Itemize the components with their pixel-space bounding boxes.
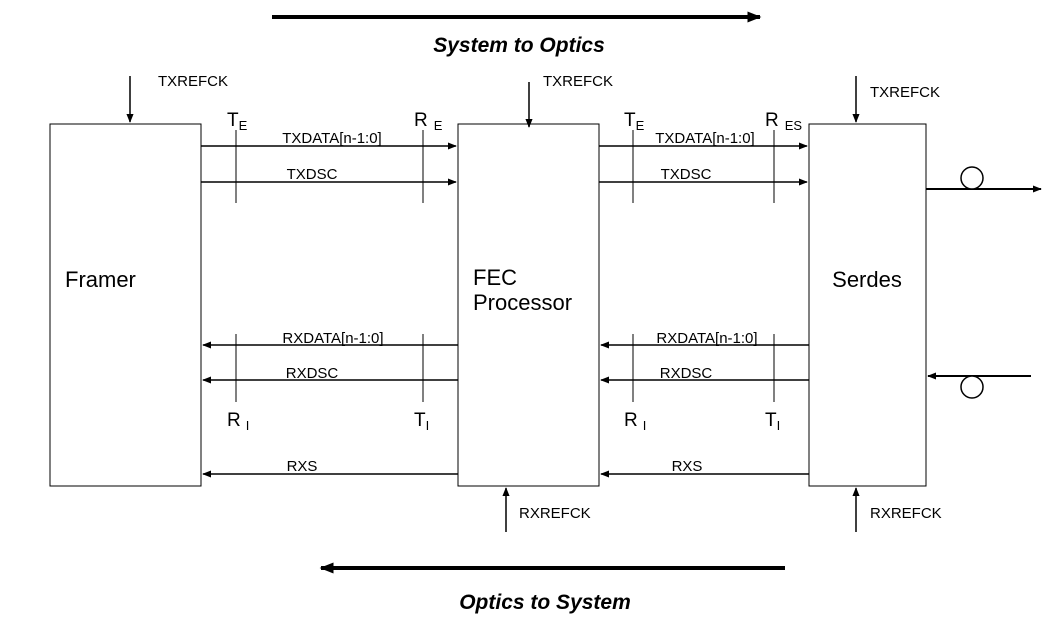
txrefck-serdes-label: TXREFCK xyxy=(870,84,940,101)
system-to-optics-title: System to Optics xyxy=(433,34,605,57)
optical-output-connector-icon xyxy=(960,166,984,190)
txrefck-fec-label: TXREFCK xyxy=(543,73,613,90)
rxdsc-left-label: RXDSC xyxy=(286,365,339,382)
ti-right-label: TI xyxy=(765,410,780,433)
rxs-right-label: RXS xyxy=(672,458,703,475)
framer-label: Framer xyxy=(65,267,136,292)
fec-label-line2: Processor xyxy=(473,290,572,315)
optics-to-system-title: Optics to System xyxy=(459,591,631,614)
framer-block xyxy=(49,123,202,487)
rxdsc-right-label: RXDSC xyxy=(660,365,713,382)
te-right-label: TE xyxy=(624,110,645,133)
rxrefck-fec-label: RXREFCK xyxy=(519,505,591,522)
te-left-label: TE xyxy=(227,110,248,133)
serdes-block xyxy=(808,123,927,487)
txdsc-left-label: TXDSC xyxy=(287,166,338,183)
txrefck-framer-label: TXREFCK xyxy=(158,73,228,90)
rxrefck-serdes-label: RXREFCK xyxy=(870,505,942,522)
txdata-left-label: TXDATA[n-1:0] xyxy=(282,130,381,147)
fec-label-line1: FEC xyxy=(473,265,517,290)
optical-input-connector-icon xyxy=(960,375,984,399)
rxdata-right-label: RXDATA[n-1:0] xyxy=(656,330,757,347)
txdsc-right-label: TXDSC xyxy=(661,166,712,183)
serdes-label: Serdes xyxy=(832,267,902,292)
ti-left-label: TI xyxy=(414,410,429,433)
rxs-left-label: RXS xyxy=(287,458,318,475)
rxdata-left-label: RXDATA[n-1:0] xyxy=(282,330,383,347)
txdata-right-label: TXDATA[n-1:0] xyxy=(655,130,754,147)
